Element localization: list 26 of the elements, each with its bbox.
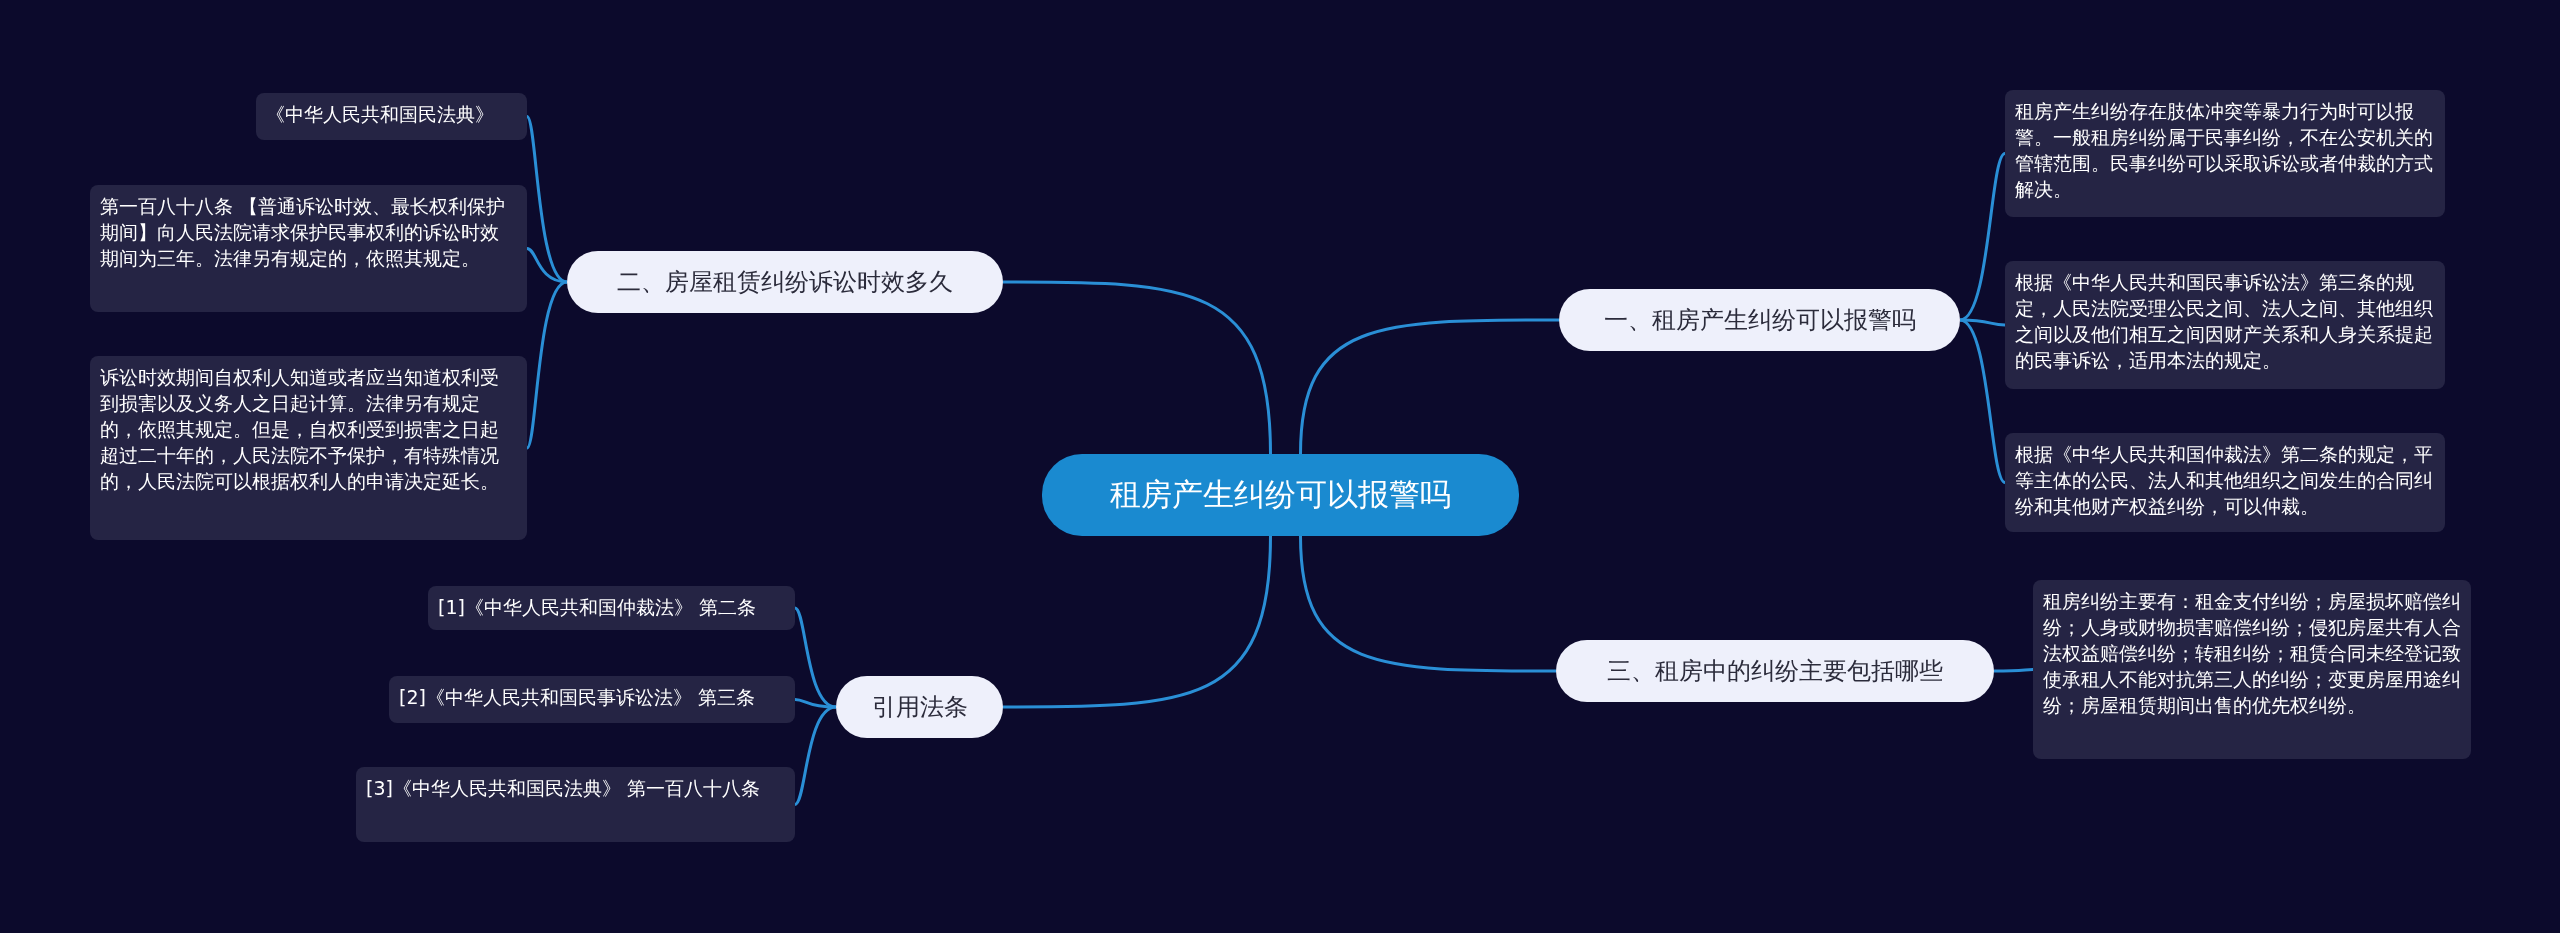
central-topic: 租房产生纠纷可以报警吗 [1042, 454, 1519, 536]
connector-line [525, 280, 568, 449]
note-card: 《中华人民共和国民法典》 [256, 93, 527, 140]
note-card: 诉讼时效期间自权利人知道或者应当知道权利受到损害以及义务人之日起计算。法律另有规定的，依照其规定。但是，自权利受到损害之日起超过二十年的，人民法院不予保护，有特殊情况的，人民法院可以根据权利人的申请决定延长。 [90, 356, 527, 540]
connector-line [1299, 535, 1556, 673]
note-card: 第一百八十八条 【普通诉讼时效、最长权利保护期间】向人民法院请求保护民事权利的诉讼时效期间为三年。法律另有规定的，依照其规定。 [90, 185, 527, 312]
note-card: [2]《中华人民共和国民事诉讼法》 第三条 [389, 676, 795, 723]
connector-line [1959, 152, 2007, 322]
connector-line [1003, 280, 1272, 455]
note-card: 租房纠纷主要有：租金支付纠纷；房屋损坏赔偿纠纷；人身或财物损害赔偿纠纷；侵犯房屋共有人合法权益赔偿纠纷；转租纠纷；租赁合同未经登记致使承租人不能对抗第三人的纠纷；变更房屋用途纠纷；房屋租赁期间出售的优先权纠纷。 [2033, 580, 2471, 759]
connector-line [794, 698, 837, 709]
connector-line [794, 705, 837, 806]
note-card: [1]《中华人民共和国仲裁法》 第二条 [428, 586, 795, 630]
connector-line [526, 247, 568, 284]
connector-line [1959, 318, 2006, 484]
connector-line [1994, 668, 2034, 673]
topic-box: 三、租房中的纠纷主要包括哪些 [1556, 640, 1994, 702]
topic-box: 引用法条 [836, 676, 1003, 738]
connector-line [1299, 318, 1559, 455]
topic-box: 一、租房产生纠纷可以报警吗 [1559, 289, 1960, 351]
note-card: 根据《中华人民共和国仲裁法》第二条的规定，平等主体的公民、法人和其他组织之间发生的合同纠纷和其他财产权益纠纷，可以仲裁。 [2005, 433, 2445, 532]
note-card: 租房产生纠纷存在肢体冲突等暴力行为时可以报警。一般租房纠纷属于民事纠纷，不在公安机关的管辖范围。民事纠纷可以采取诉讼或者仲裁的方式解决。 [2005, 90, 2445, 217]
note-card: [3]《中华人民共和国民法典》 第一百八十八条 [356, 767, 795, 842]
topic-box: 二、房屋租赁纠纷诉讼时效多久 [567, 251, 1003, 313]
connector-line [1003, 535, 1272, 709]
note-card: 根据《中华人民共和国民事诉讼法》第三条的规定，人民法院受理公民之间、法人之间、其他组织之间以及他们相互之间因财产关系和人身关系提起的民事诉讼，适用本法的规定。 [2005, 261, 2445, 389]
